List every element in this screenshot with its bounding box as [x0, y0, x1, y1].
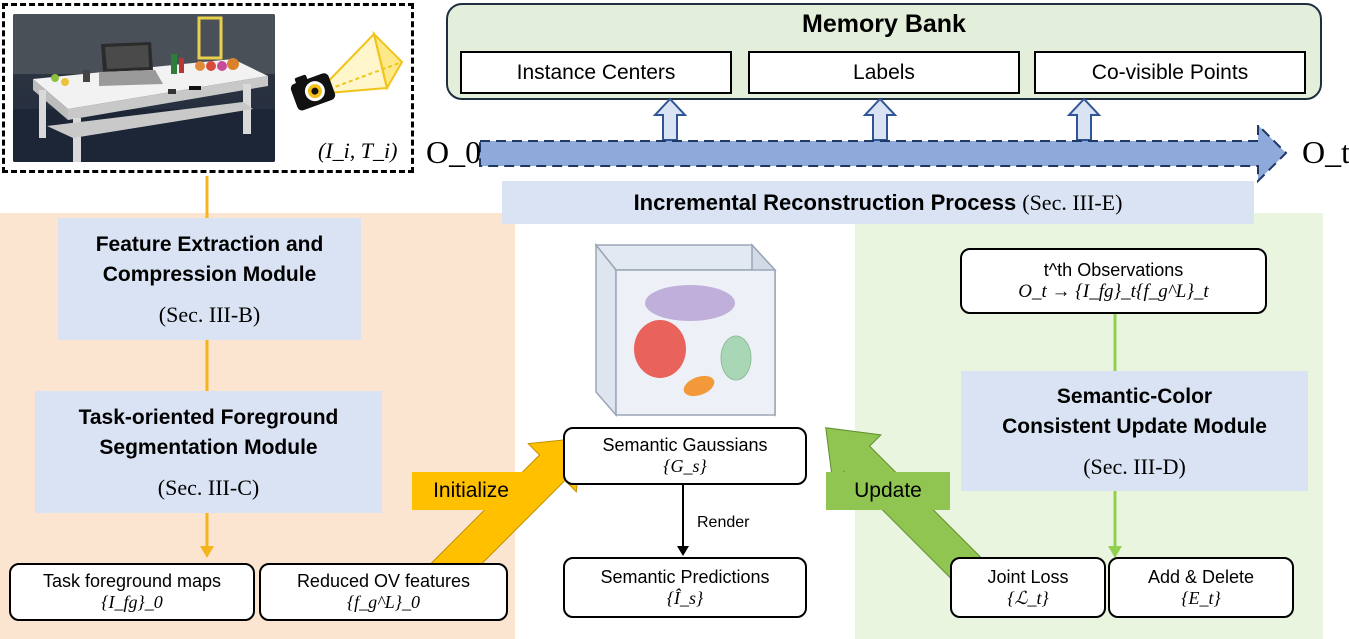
right-connector-arrowhead [1108, 546, 1122, 558]
update-label: Update [826, 472, 950, 510]
memory-bank-item: Co-visible Points [1034, 51, 1306, 94]
add-delete-math: {E_t} [1181, 587, 1221, 608]
memory-bank-item: Instance Centers [460, 51, 732, 94]
update-module-ref: (Sec. III-D) [1083, 454, 1186, 479]
feature-module-ref: (Sec. III-B) [158, 302, 261, 327]
add-delete-label: Add & Delete [1147, 566, 1255, 587]
feature-module-line2: Compression Module [102, 263, 317, 286]
left-connector-arrowhead [200, 546, 214, 558]
joint-loss-label: Joint Loss [987, 566, 1069, 587]
feature-module-line1: Feature Extraction and [95, 233, 324, 256]
semantic-predictions-math: {Î_s} [666, 587, 704, 608]
scene-image [13, 14, 275, 162]
observations-math: O_t → {I_fg}_t{f_g^L}_t [1018, 280, 1209, 302]
task-foreground-maps-math: {I_fg}_0 [101, 592, 163, 612]
timeline-end-label: O_t [1302, 134, 1349, 170]
semantic-gaussians-box: Semantic Gaussians {G_s} [563, 427, 807, 485]
reduced-ov-features-box: Reduced OV features {f_g^L}_0 [259, 563, 508, 621]
render-arrowhead [677, 546, 689, 556]
timeline-start-label: O_0 [426, 134, 482, 170]
task-foreground-maps-box: Task foreground maps {I_fg}_0 [9, 563, 255, 621]
segmentation-module-line2: Segmentation Module [99, 436, 318, 459]
render-label: Render [697, 514, 750, 531]
update-module-line1: Semantic-Color [1056, 385, 1213, 408]
incremental-process-banner: Incremental Reconstruction Process (Sec.… [502, 181, 1254, 224]
observations-label: t^th Observations [1043, 259, 1184, 280]
incremental-process-title: Incremental Reconstruction Process [633, 189, 1017, 215]
memory-bank-item: Labels [748, 51, 1020, 94]
camera-icon [287, 64, 337, 114]
gaussian-cube-illustration [594, 242, 777, 418]
scene-illustration [13, 14, 275, 162]
observations-box: t^th Observations O_t → {I_fg}_t{f_g^L}_… [960, 248, 1267, 314]
segmentation-module-ref: (Sec. III-C) [157, 475, 260, 500]
semantic-predictions-label: Semantic Predictions [600, 566, 770, 587]
add-delete-box: Add & Delete {E_t} [1108, 557, 1294, 618]
memory-up-arrow [862, 97, 898, 141]
segmentation-module-line1: Task-oriented Foreground [78, 406, 339, 429]
feature-extraction-module: Feature Extraction and Compression Modul… [58, 218, 361, 340]
task-foreground-maps-label: Task foreground maps [42, 571, 222, 591]
semantic-color-update-module: Semantic-Color Consistent Update Module … [961, 371, 1308, 491]
joint-loss-math: {ℒ_t} [1007, 587, 1049, 608]
reduced-ov-features-math: {f_g^L}_0 [346, 592, 420, 612]
memory-up-arrow [1066, 97, 1102, 141]
joint-loss-box: Joint Loss {ℒ_t} [950, 557, 1106, 618]
initialize-label: Initialize [412, 472, 530, 510]
semantic-predictions-box: Semantic Predictions {Î_s} [563, 557, 807, 618]
pose-label: (I_i, T_i) [318, 138, 398, 163]
memory-up-arrow [652, 97, 688, 141]
memory-bank-title: Memory Bank [802, 10, 966, 38]
reduced-ov-features-label: Reduced OV features [296, 571, 471, 591]
semantic-gaussians-math: {G_s} [663, 456, 707, 476]
update-module-line2: Consistent Update Module [1002, 415, 1267, 438]
timeline-arrow [479, 122, 1288, 184]
incremental-process-ref: (Sec. III-E) [1022, 189, 1123, 215]
foreground-segmentation-module: Task-oriented Foreground Segmentation Mo… [35, 391, 382, 513]
semantic-gaussians-label: Semantic Gaussians [602, 435, 768, 455]
